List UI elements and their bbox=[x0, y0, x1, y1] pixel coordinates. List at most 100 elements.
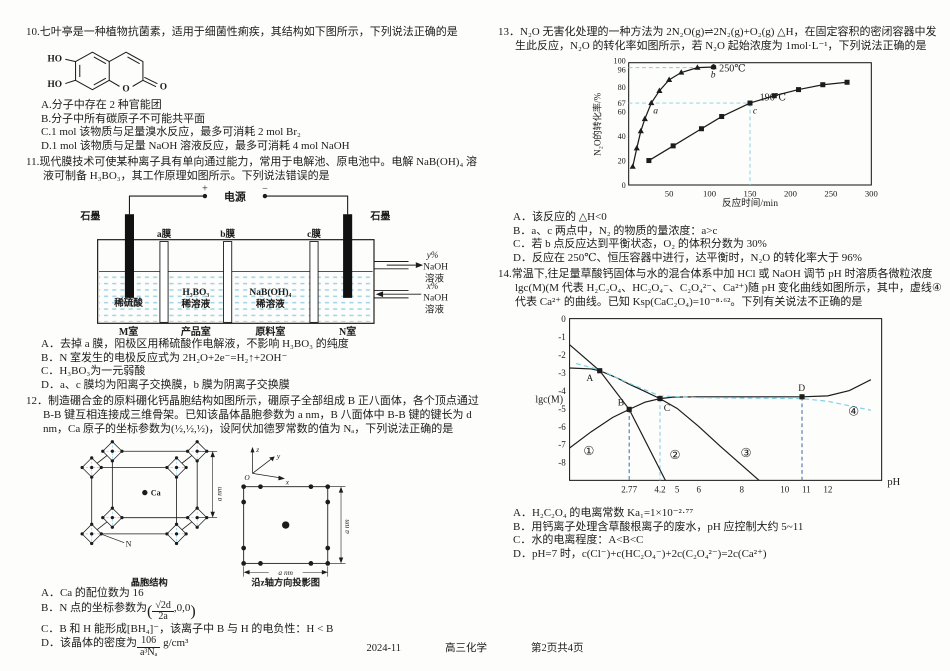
point-marker bbox=[710, 64, 717, 70]
point-marker bbox=[626, 406, 632, 412]
q13-stem: 13．N₂O 无害化处理的一种方法为 2N₂O(g)⇌2N₂(g)+O₂(g) … bbox=[498, 26, 937, 52]
solution-product-label1: H₃BO₃ bbox=[182, 287, 209, 298]
inlet-pipe bbox=[374, 290, 422, 299]
question-14: 14.常温下,往足量草酸钙固体与水的混合体系中加 HCl 或 NaOH 调节 p… bbox=[498, 268, 942, 562]
footer-course: 高三化学 bbox=[445, 643, 488, 654]
ca-atom-label: Ca bbox=[151, 488, 161, 497]
footer-page-number: 第2页共4页 bbox=[531, 643, 584, 654]
point-label: D bbox=[798, 384, 805, 394]
plot-frame bbox=[569, 317, 883, 481]
inflow-arrow-icon bbox=[375, 291, 384, 298]
terminal-positive-dot bbox=[202, 193, 208, 199]
series-curve bbox=[648, 81, 848, 162]
x-tick-label: 2.77 bbox=[621, 485, 637, 495]
x-tick-label: 5 bbox=[675, 485, 680, 495]
y-tick-label: -4 bbox=[558, 386, 566, 396]
electrode-left bbox=[124, 214, 134, 298]
q11-electrolysis-figure: + − 电源 石墨 石墨 a膜 b膜 c膜 稀硫酸 H₃BO₃ 稀溶液 NaB( bbox=[79, 185, 448, 338]
x-tick-label: 11 bbox=[802, 485, 811, 495]
q12-option-d-suffix: g/cm³ bbox=[160, 637, 189, 650]
data-point bbox=[678, 69, 685, 75]
inflow-label1: x% bbox=[426, 281, 439, 291]
q12-option-b-rest: ,0,0 bbox=[173, 601, 191, 614]
q14-option-d: D．pH=7 时，c(Cl⁻)+c(HC₂O₄⁻)+2c(C₂O₄²⁻)=2c(… bbox=[513, 548, 767, 561]
solution-raw-label2: 稀溶液 bbox=[256, 298, 285, 310]
curve-number-label: ④ bbox=[848, 405, 859, 419]
q11-option-b: B．N 室发生的电极反应式为 2H₂O+2e⁻=H₂↑+2OH⁻ bbox=[41, 351, 288, 364]
projection-dim-lines bbox=[243, 486, 346, 577]
membrane-c-label: c膜 bbox=[307, 228, 321, 240]
outflow-label2: NaOH bbox=[423, 262, 448, 273]
membrane-b bbox=[223, 240, 233, 323]
x-tick-label: 100 bbox=[703, 188, 716, 198]
q11-options: A．去掉 a 膜，阳极区用稀硫酸作电解液，不影响 H₃BO₃ 的纯度 B．N 室… bbox=[41, 338, 482, 393]
graphite-right-label: 石墨 bbox=[369, 211, 390, 223]
data-point bbox=[747, 100, 753, 106]
data-point bbox=[633, 144, 640, 151]
wires bbox=[128, 195, 349, 215]
q12-stem: 12．制造硼合金的原料硼化钙晶胞结构如图所示，硼原子全部组成 B 正八面体，各个… bbox=[26, 394, 479, 435]
y-tick-label: 0 bbox=[561, 314, 566, 324]
data-point bbox=[844, 79, 850, 85]
data-point bbox=[646, 157, 652, 163]
q13-options: A．该反应的 △H<0 B．a、c 两点中，N₂ 的物质的量浓度：a>c C．若… bbox=[513, 211, 942, 266]
data-point bbox=[796, 87, 802, 93]
x-tick-label: 300 bbox=[865, 188, 878, 198]
proj-dim-arrow-right-icon bbox=[321, 569, 328, 575]
y-tick-label: -1 bbox=[558, 332, 566, 342]
y-tick-label: -7 bbox=[558, 440, 566, 450]
point-label: a bbox=[653, 106, 658, 117]
point-label: B bbox=[618, 398, 624, 408]
y-tick-label: -8 bbox=[558, 458, 566, 468]
y-tick-label: 100 bbox=[614, 57, 626, 66]
inflow-label3: 溶液 bbox=[425, 303, 445, 315]
carbonyl-oxygen-label: O bbox=[160, 83, 167, 93]
y-axis-arrow-icon bbox=[269, 456, 275, 462]
inflow-label2: NaOH bbox=[423, 292, 448, 303]
x-tick-label: 12 bbox=[823, 485, 833, 495]
y-tick-label: 20 bbox=[618, 156, 626, 165]
q10-options: A.分子中存在 2 种官能团 B.分子中所有碳原子不可能共平面 C.1 mol … bbox=[41, 99, 482, 154]
point-label: c bbox=[753, 106, 758, 117]
projection-square bbox=[243, 486, 329, 564]
data-point bbox=[666, 76, 673, 82]
q13-option-d: D．反应在 250℃、恒压容器中进行，达平衡时，N₂O 的转化率大于 96% bbox=[513, 252, 862, 265]
y-tick-label: 0 bbox=[622, 181, 626, 190]
cell-dim-arrow-down-icon bbox=[210, 511, 215, 518]
question-11: 11.现代膜技术可使某种离子具有单向通过能力，常用于电解池、原电池中。电解 Na… bbox=[26, 156, 482, 393]
fraction-denominator: a³Nₐ bbox=[139, 646, 158, 658]
unit-cell-caption: 晶胞结构 bbox=[131, 576, 168, 586]
data-point bbox=[820, 82, 826, 88]
bond-lines bbox=[65, 51, 158, 91]
q10-option-d: D.1 mol 该物质与足量 NaOH 溶液反应，最多可消耗 4 mol NaO… bbox=[41, 140, 350, 153]
z-axis-arrow-icon bbox=[250, 446, 255, 453]
q12-crystal-figure: Ca a nm N 晶胞结构 z y x bbox=[80, 439, 351, 587]
point-label: b bbox=[711, 70, 716, 81]
solution-raw-label1: NaB(OH)₄ bbox=[249, 287, 291, 298]
y-axis-label: y bbox=[276, 451, 281, 460]
point-marker bbox=[657, 395, 663, 401]
axes-lines bbox=[252, 449, 281, 479]
room-product-label: 产品室 bbox=[181, 325, 211, 338]
species-curve bbox=[569, 344, 666, 481]
y-tick-label: -3 bbox=[558, 368, 566, 378]
room-n-label: N室 bbox=[339, 325, 356, 338]
room-raw-label: 原料室 bbox=[255, 325, 285, 338]
liquid bbox=[99, 271, 373, 322]
data-point bbox=[629, 163, 636, 169]
outlet-pipe bbox=[374, 260, 416, 270]
q13-option-b: B．a、c 两点中，N₂ 的物质的量浓度：a>c bbox=[513, 224, 718, 237]
y-tick-label: 67 bbox=[618, 99, 626, 108]
q10-option-b: B.分子中所有碳原子不可能共平面 bbox=[41, 112, 206, 125]
q11-option-d: D．a、c 膜均为阳离子交换膜，b 膜为阴离子交换膜 bbox=[41, 379, 290, 392]
y-tick-label: 60 bbox=[618, 107, 626, 116]
membrane-b-label: b膜 bbox=[220, 228, 235, 240]
q14-y-axis-label: lgc(M) bbox=[535, 394, 563, 405]
